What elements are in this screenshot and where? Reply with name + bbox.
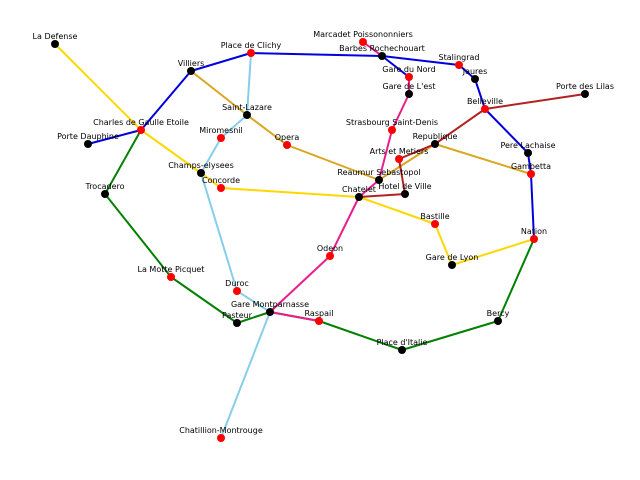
station-hotel-de-ville[interactable] [401, 190, 409, 198]
station-bercy[interactable] [494, 317, 502, 325]
station-chatillion-montrouge[interactable] [217, 434, 225, 442]
station-label-la-motte-picquet: La Motte Picquet [138, 265, 205, 274]
line-yellow-a [54, 43, 535, 266]
station-label-gare-de-lyon: Gare de Lyon [426, 253, 479, 262]
station-la-defense[interactable] [51, 40, 59, 48]
station-stalingrad[interactable] [455, 61, 463, 69]
station-label-arts-et-metiers: Arts et Metiers [370, 147, 429, 156]
station-place-d-italie[interactable] [398, 346, 406, 354]
station-republique[interactable] [431, 140, 439, 148]
station-label-gare-de-l-est: Gare de L'est [382, 82, 435, 91]
station-porte-dauphine[interactable] [84, 140, 92, 148]
station-gare-montparnasse[interactable] [266, 308, 274, 316]
station-label-republique: Republique [413, 132, 458, 141]
station-label-stalingrad: Stalingrad [439, 53, 480, 62]
station-label-porte-dauphine: Porte Dauphine [57, 132, 119, 141]
station-label-gare-montparnasse: Gare Montparnasse [231, 300, 309, 309]
station-gare-de-l-est[interactable] [405, 90, 413, 98]
line-brown [358, 93, 586, 198]
station-label-pere-lachaise: Pere Lachaise [500, 141, 555, 150]
station-belleville[interactable] [481, 105, 489, 113]
station-barbes-rochechouart[interactable] [378, 52, 386, 60]
station-label-jaures: Jaures [462, 67, 488, 76]
station-label-reaumur-sebastopol: Reaumur Sebastopol [337, 168, 420, 177]
station-label-marcadet-poissononniers: Marcadet Poissononniers [313, 30, 413, 39]
station-label-duroc: Duroc [225, 279, 249, 288]
metro-lines-layer [54, 41, 586, 439]
station-label-chatelet: Chatelet [342, 185, 376, 194]
station-label-odeon: Odeon [317, 244, 343, 253]
station-gambetta[interactable] [527, 170, 535, 178]
line-pink [269, 76, 410, 322]
station-strasbourg-saint-denis[interactable] [388, 126, 396, 134]
station-jaures[interactable] [471, 75, 479, 83]
line-orange [190, 70, 532, 181]
station-label-hotel-de-ville: Hotel de Ville [378, 182, 431, 191]
station-label-place-de-clichy: Place de Clichy [221, 41, 282, 50]
station-villiers[interactable] [187, 67, 195, 75]
station-miromesnil[interactable] [217, 134, 225, 142]
station-odeon[interactable] [326, 252, 334, 260]
station-label-barbes-rochechouart: Barbes Rochechouart [339, 44, 425, 53]
station-charles-de-gaulle-etoile[interactable] [137, 126, 145, 134]
station-pasteur[interactable] [233, 319, 241, 327]
station-gare-du-nord[interactable] [405, 73, 413, 81]
line-blue [87, 52, 535, 240]
station-porte-des-lilas[interactable] [581, 90, 589, 98]
station-pere-lachaise[interactable] [524, 149, 532, 157]
station-label-la-defense: La Defense [33, 32, 78, 41]
station-label-gambetta: Gambetta [511, 162, 551, 171]
station-label-raspail: Raspail [305, 309, 334, 318]
station-label-villiers: Villiers [178, 59, 205, 68]
station-label-bastille: Bastille [420, 212, 449, 221]
station-marcadet-poissononniers[interactable] [359, 38, 367, 46]
station-label-belleville: Belleville [467, 97, 503, 106]
station-opera[interactable] [283, 141, 291, 149]
station-reaumur-sebastopol[interactable] [375, 176, 383, 184]
station-label-chatillion-montrouge: Chatillion-Montrouge [179, 426, 263, 435]
station-duroc[interactable] [233, 287, 241, 295]
station-place-de-clichy[interactable] [247, 49, 255, 57]
station-raspail[interactable] [315, 317, 323, 325]
station-label-miromesnil: Miromesnil [199, 126, 243, 135]
station-label-concorde: Concorde [202, 176, 240, 185]
station-label-place-d-italie: Place d'Italie [377, 338, 428, 347]
station-label-pasteur: Pasteur [222, 311, 253, 320]
station-label-charles-de-gaulle-etoile: Charles de Gaulle Etoile [93, 118, 189, 127]
station-champs-elysees[interactable] [197, 169, 205, 177]
station-label-trocadero: Trocadero [84, 182, 124, 191]
station-chatelet[interactable] [355, 193, 363, 201]
station-la-motte-picquet[interactable] [167, 273, 175, 281]
station-label-champs-elysees: Champs-elysees [168, 161, 234, 170]
station-label-opera: Opera [275, 133, 300, 142]
station-label-strasbourg-saint-denis: Strasbourg Saint-Denis [346, 118, 438, 127]
station-label-porte-des-lilas: Porte des Lilas [556, 82, 614, 91]
line-darkblue-short [381, 55, 410, 78]
station-label-nation: Nation [521, 227, 547, 236]
station-label-saint-lazare: Saint-Lazare [222, 103, 272, 112]
station-saint-lazare[interactable] [243, 111, 251, 119]
station-label-bercy: Bercy [487, 309, 510, 318]
station-gare-de-lyon[interactable] [448, 261, 456, 269]
station-label-gare-du-nord: Gare du Nord [382, 65, 435, 74]
metro-stations-layer [51, 38, 589, 442]
station-nation[interactable] [530, 235, 538, 243]
station-concorde[interactable] [217, 184, 225, 192]
station-arts-et-metiers[interactable] [395, 155, 403, 163]
station-trocadero[interactable] [101, 190, 109, 198]
station-bastille[interactable] [431, 220, 439, 228]
